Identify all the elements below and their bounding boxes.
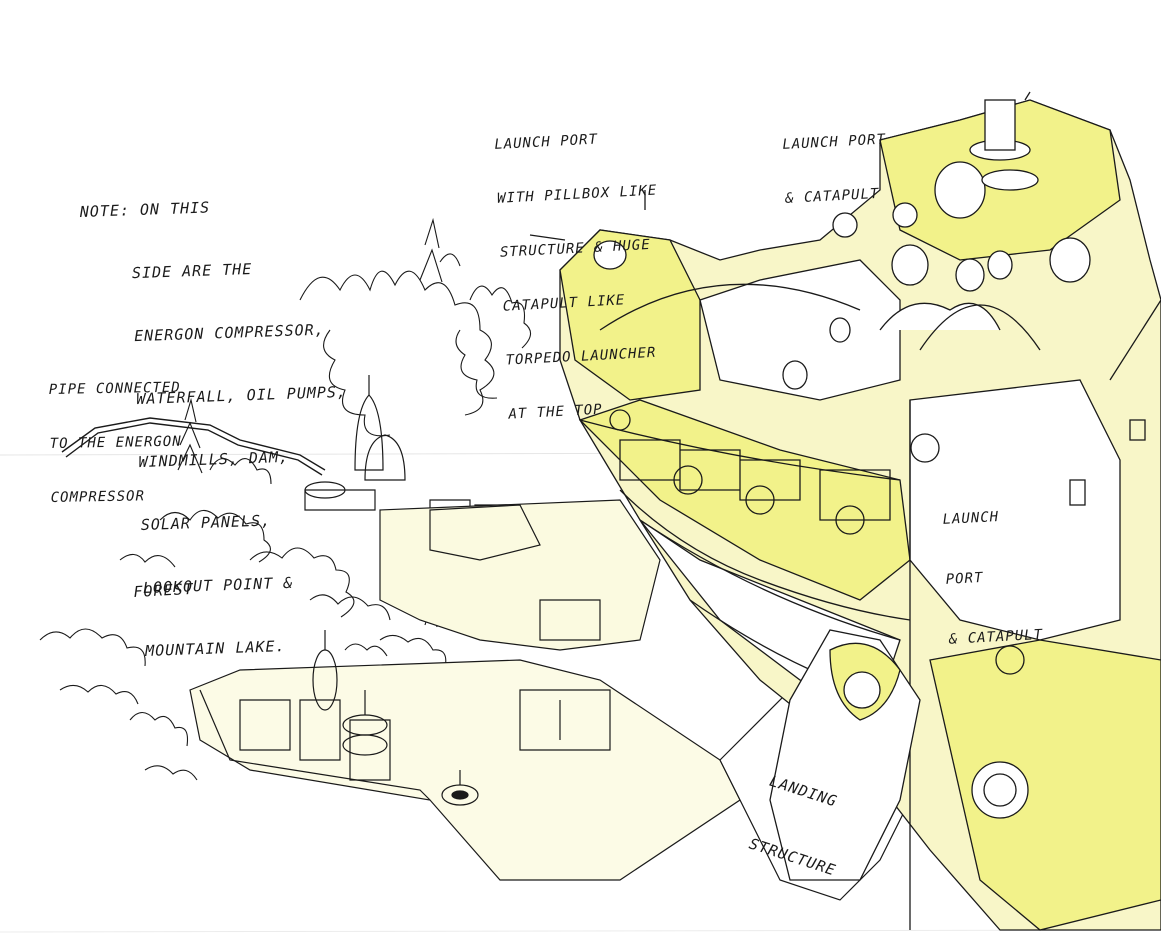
launch-port-line: PORT <box>945 569 984 588</box>
pipe-line: PIPE CONNECTED <box>48 379 181 398</box>
launch-port-line: & CATAPULT <box>784 185 880 207</box>
launch-port-top-annotation: LAUNCH PORT & CATAPULT <box>780 95 890 226</box>
forest-annotation: FOREST <box>133 579 195 601</box>
note-line: MOUNTAIN LAKE. <box>144 637 286 660</box>
launch-port-line: LAUNCH <box>942 508 1000 528</box>
launch-port-line: WITH PILLBOX LIKE <box>496 182 658 207</box>
landing-line: STRUCTURE <box>746 834 839 880</box>
note-line: SIDE ARE THE <box>131 259 253 283</box>
note-line: NOTE: ON THIS <box>79 198 211 221</box>
launch-port-line: & CATAPULT <box>948 626 1044 648</box>
launch-port-line: CATAPULT LIKE <box>502 292 626 315</box>
landing-line: LANDING <box>767 771 840 811</box>
pipe-drawing <box>61 417 326 476</box>
note-line: LOOKOUT POINT & <box>142 573 294 597</box>
launch-port-line: LAUNCH PORT <box>781 131 887 153</box>
pipe-line: TO THE ENERGON <box>49 433 182 452</box>
pipe-line: COMPRESSOR <box>50 488 146 506</box>
pipe-annotation: PIPE CONNECTED TO THE ENERGON COMPRESSOR <box>48 343 183 525</box>
launch-port-line: STRUCTURE & HUGE <box>499 236 652 261</box>
launch-port-line: LAUNCH PORT <box>493 131 599 153</box>
launch-port-line: AT THE TOP <box>508 401 604 423</box>
launch-port-line: TORPEDO LAUNCHER <box>505 344 657 369</box>
launch-port-pillbox-annotation: LAUNCH PORT WITH PILLBOX LIKE STRUCTURE … <box>492 92 670 442</box>
landing-structure-drawing <box>769 629 921 881</box>
launch-port-right-annotation: LAUNCH PORT & CATAPULT <box>940 465 1045 670</box>
